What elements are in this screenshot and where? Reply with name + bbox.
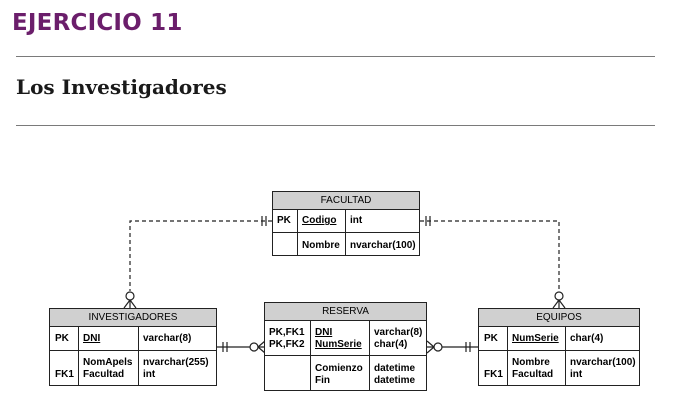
investigadores-pk-type: varchar(8) (143, 333, 192, 344)
entity-investigadores: INVESTIGADORES PK DNI varchar(8) FK1 Nom… (49, 308, 217, 386)
investigadores-type-1: nvarchar(255) (143, 357, 209, 368)
reserva-pk-type-2: char(4) (374, 339, 408, 350)
bottom-divider (16, 125, 655, 126)
facultad-pk-label: PK (277, 215, 291, 226)
equipos-attr-2: Facultad (512, 369, 554, 380)
reserva-key-1: PK,FK1 (269, 327, 305, 338)
reserva-attr-1: Comienzo (315, 363, 363, 374)
facultad-pk-type: int (350, 215, 363, 226)
equipos-pk-type: char(4) (570, 333, 604, 344)
equipos-pk-attr: NumSerie (512, 333, 559, 344)
entity-facultad-title: FACULTAD (273, 192, 419, 210)
entity-facultad: FACULTAD PK Codigo int Nombre nvarchar(1… (272, 191, 420, 256)
facultad-attr: Nombre (302, 240, 340, 251)
entity-reserva: RESERVA PK,FK1 PK,FK2 DNI NumSerie varch… (264, 302, 427, 391)
equipos-attr-1: Nombre (512, 357, 550, 368)
entity-equipos: EQUIPOS PK NumSerie char(4) FK1 Nombre F… (478, 308, 640, 386)
equipos-type-2: int (570, 369, 583, 380)
facultad-type: nvarchar(100) (350, 240, 416, 251)
reserva-attr-2: Fin (315, 375, 330, 386)
facultad-pk-attr: Codigo (302, 215, 337, 226)
page-title: EJERCICIO 11 (12, 10, 183, 36)
rel-equipos-reserva (426, 340, 478, 354)
entity-reserva-title: RESERVA (265, 303, 426, 321)
investigadores-fk-label: FK1 (55, 369, 74, 380)
reserva-type-2: datetime (374, 375, 416, 386)
entity-investigadores-title: INVESTIGADORES (50, 309, 216, 327)
rel-facultad-investigadores (123, 216, 272, 309)
top-divider (16, 56, 655, 57)
equipos-fk-label: FK1 (484, 369, 503, 380)
investigadores-attr-2: Facultad (83, 369, 125, 380)
investigadores-pk-label: PK (55, 333, 69, 344)
investigadores-type-2: int (143, 369, 156, 380)
entity-equipos-title: EQUIPOS (479, 309, 639, 327)
investigadores-pk-attr: DNI (83, 333, 101, 344)
reserva-key-2: PK,FK2 (269, 339, 305, 350)
rel-investigadores-reserva (217, 340, 266, 354)
rel-facultad-equipos (420, 216, 566, 309)
reserva-pk-attr-1: DNI (315, 327, 333, 338)
reserva-type-1: datetime (374, 363, 416, 374)
equipos-type-1: nvarchar(100) (570, 357, 636, 368)
reserva-pk-type-1: varchar(8) (374, 327, 423, 338)
investigadores-attr-1: NomApels (83, 357, 133, 368)
diagram-title: Los Investigadores (16, 75, 227, 99)
equipos-pk-label: PK (484, 333, 498, 344)
reserva-pk-attr-2: NumSerie (315, 339, 362, 350)
